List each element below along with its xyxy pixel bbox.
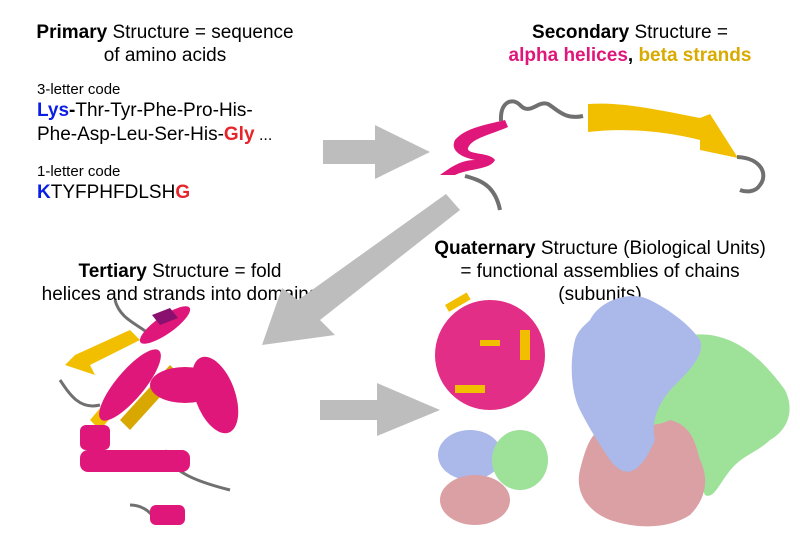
dash: - [69,100,76,121]
subunit-ribbon [435,300,545,410]
strand [480,340,500,346]
residues-line1: Thr-Tyr-Phe-Pro-His- [75,100,253,121]
secondary-title-rest: Structure = [629,22,728,43]
three-letter-sequence-line1: Lys-Thr-Tyr-Phe-Pro-His- [37,99,253,123]
coil-end [736,155,766,194]
arrow-tertiary-to-quaternary [320,383,440,436]
helix [80,425,110,450]
strand [455,385,485,393]
quaternary-title-rest: Structure (Biological Units) [535,238,766,259]
secondary-structure-illustration [440,99,766,211]
primary-structure-title: Primary Structure = sequence of amino ac… [20,21,310,67]
coil [58,299,231,521]
strand [445,292,471,312]
primary-title-rest: Structure = sequence [107,22,294,43]
chain-blue-ribbon [438,430,502,480]
tertiary-structure-title: Tertiary Structure = fold helices and st… [0,260,360,306]
quaternary-title-line2: = functional assemblies of chains [460,261,740,282]
ellipsis: ... [254,127,273,144]
last-residue-gly: Gly [223,124,255,145]
chain-green-ribbon [492,430,548,490]
arrow-secondary-to-tertiary [262,194,460,345]
tertiary-structure-illustration [58,299,239,525]
coil-segment [498,99,584,122]
last-residue-g: G [175,182,191,203]
beta-strands-label: beta strands [638,45,752,66]
alpha-helices-label: alpha helices [508,45,628,66]
secondary-structure-title: Secondary Structure = alpha helices, bet… [480,21,780,67]
quaternary-spacefill-model [571,296,790,527]
residues-one-letter: TYFPHFDLSH [50,182,176,203]
secondary-title-bold: Secondary [532,22,630,43]
tertiary-title-rest: Structure = fold [146,261,282,282]
helix-dark [152,308,178,325]
coil-start [464,174,502,211]
residues-line2: Phe-Asp-Leu-Ser-His- [37,124,224,145]
comma: , [627,45,639,66]
first-residue-lys: Lys [37,100,70,121]
tertiary-title-bold: Tertiary [78,261,147,282]
beta-strand-arrow [588,103,738,158]
one-letter-code-label: 1-letter code [37,163,121,180]
quaternary-cartoon-top [435,292,545,410]
helix [99,349,161,421]
helix [150,505,185,525]
chain-pink-ribbon [440,475,510,525]
primary-title-bold: Primary [36,22,108,43]
three-letter-code-label: 3-letter code [37,81,121,98]
three-letter-sequence-line2: Phe-Asp-Leu-Ser-His-Gly ... [37,123,272,148]
alpha-helix-ribbon [440,120,508,175]
first-residue-k: K [37,182,51,203]
primary-title-line2: of amino acids [103,45,227,66]
quaternary-cartoon-bottom [438,430,548,525]
helix [191,356,239,434]
quaternary-structure-title: Quaternary Structure (Biological Units) … [400,237,800,306]
arrow-primary-to-secondary [323,125,430,179]
beta-strand [65,330,140,375]
helix [80,450,190,472]
helix [139,306,191,344]
strand [520,330,530,360]
one-letter-sequence: KTYFPHFDLSHG [37,181,190,205]
chain-blue-surface [571,296,701,472]
quaternary-title-bold: Quaternary [434,238,536,259]
tertiary-title-line2: helices and strands into domains [41,284,319,305]
